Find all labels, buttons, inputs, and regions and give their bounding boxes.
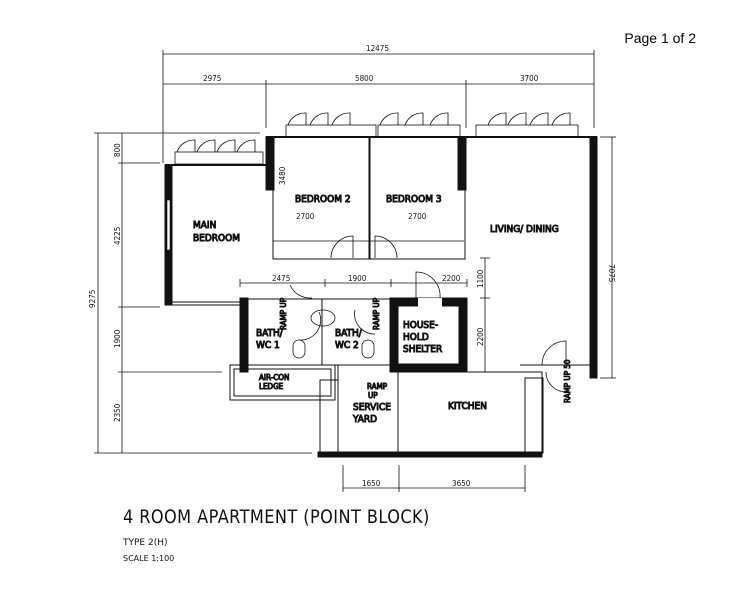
plan-type: TYPE 2(H) [123,538,168,548]
ramp-label-yard: RAMP [367,382,388,391]
ramp-label-entry: RAMP UP 50 [563,359,572,403]
dim-bedroom3: 2700 [408,212,427,221]
dim-top-1: 2975 [203,74,221,83]
room-label-aircon: AIR-CON [259,373,289,382]
room-label-bath2: BATH/ [335,328,363,339]
room-label-living-dining: LIVING/ DINING [490,224,559,235]
room-label-aircon-2: LEDGE [259,382,284,391]
room-label-bath1-2: WC 1 [256,340,280,351]
dim-right-1: 1100 [476,269,485,288]
doors [289,235,567,393]
room-label-shelter: HOUSE- [403,320,438,331]
ramp-label-bath1: RAMP UP [279,297,288,330]
room-label-bath2-2: WC 2 [335,340,359,351]
room-label-service-yard-2: YARD [352,414,377,425]
room-label-service-yard: SERVICE [353,402,391,413]
dim-top-3: 3700 [520,74,539,83]
room-labels: MAIN BEDROOM BEDROOM 2 BEDROOM 3 LIVING/… [193,194,573,426]
dim-bottom-1: 1650 [362,479,381,488]
dim-left-overall: 9275 [88,290,97,308]
plan-scale: SCALE 1:100 [123,554,175,563]
dim-right-overall: 7075 [607,264,616,282]
dim-left-3: 1900 [113,329,122,348]
dimension-labels: 12475 2975 5800 3700 3480 2700 2700 2475… [88,44,616,488]
dim-overall-width: 12475 [366,44,389,53]
room-label-kitchen: KITCHEN [448,401,487,412]
ramp-label-bath2: RAMP UP [372,297,381,330]
dim-corridor-2: 1900 [348,274,367,283]
dim-bottom-2: 3650 [452,479,471,488]
room-label-bedroom-2: BEDROOM 2 [295,194,351,205]
ramp-label-yard-2: UP [368,391,378,400]
dim-left-4: 2350 [113,403,122,422]
dim-left-2: 4225 [113,227,122,245]
dim-corridor-1: 2475 [272,274,290,283]
room-label-bedroom-3: BEDROOM 3 [386,194,442,205]
room-label-bath1: BATH/ [256,328,284,339]
dim-top-2: 5800 [355,74,374,83]
room-label-shelter-2: HOLD [403,332,429,343]
dim-left-1: 800 [113,143,122,157]
dim-corridor-3: 2200 [442,274,461,283]
dimension-lines [94,50,616,492]
dim-bedroom2: 2700 [296,212,315,221]
plan-title: 4 ROOM APARTMENT (POINT BLOCK) [123,506,430,528]
page-indicator: Page 1 of 2 [624,30,696,46]
dim-bedroom: 3480 [278,166,287,185]
dim-right-2: 2200 [476,327,485,346]
room-label-main-bedroom-2: BEDROOM [193,233,240,244]
room-label-main-bedroom: MAIN [193,220,216,231]
walls [164,136,598,458]
room-label-shelter-3: SHELTER [403,344,442,355]
windows [174,112,579,165]
